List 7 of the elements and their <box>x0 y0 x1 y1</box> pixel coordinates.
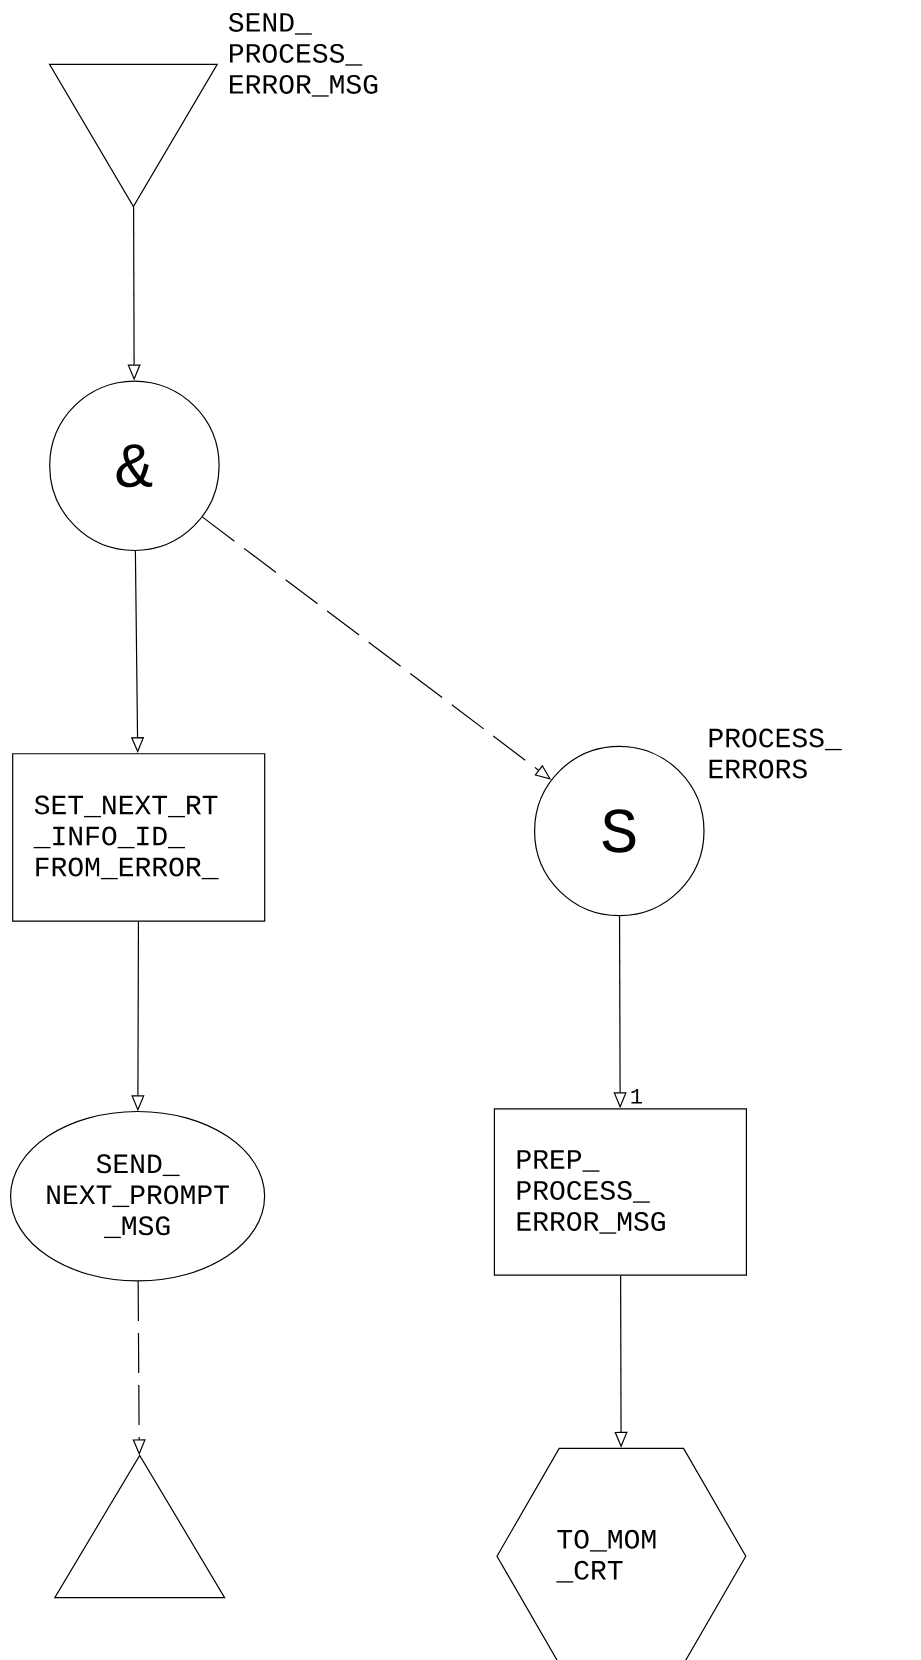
node-caption: PROCESS_ ERRORS <box>709 728 842 779</box>
node-caption: SEND_ PROCESS_ ERROR_MSG <box>228 12 378 97</box>
edge-label: 1 <box>631 1089 642 1104</box>
process-box: SET_NEXT_RT _INFO_ID_ FROM_ERROR_ <box>12 753 266 922</box>
process-box: PREP_ PROCESS_ ERROR_MSG <box>493 1108 747 1276</box>
terminal-hexagon: TO_MOM _CRT <box>496 1447 747 1660</box>
triangle-symbol <box>48 63 219 208</box>
